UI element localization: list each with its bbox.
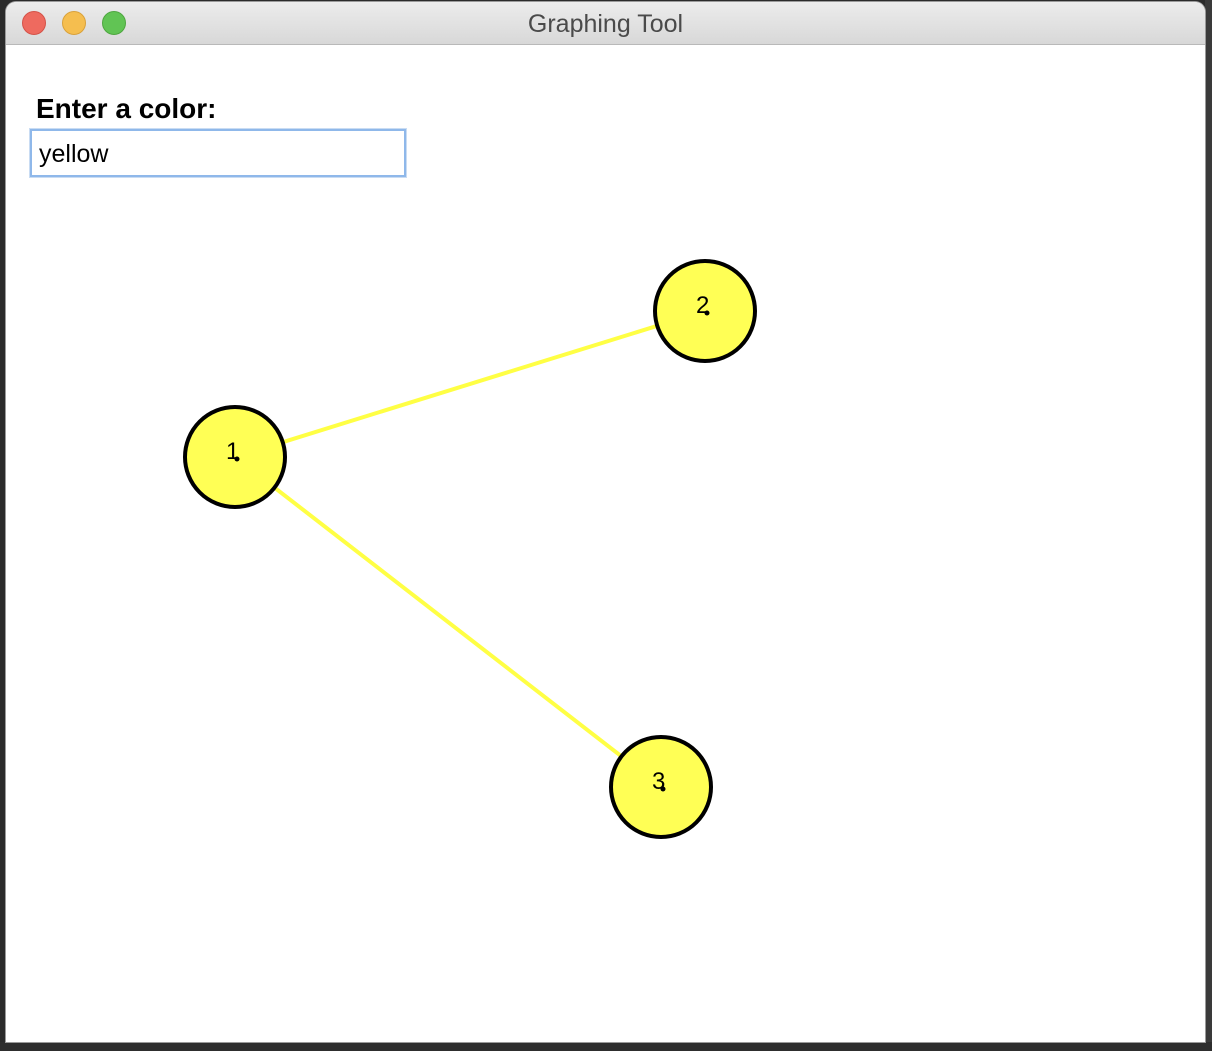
graph-node-circle[interactable]	[183, 405, 287, 509]
app-window: Graphing Tool Enter a color: 1 2 3	[6, 2, 1205, 1042]
graph-node-center-dot	[234, 456, 240, 462]
graph-edges	[233, 309, 706, 789]
color-input-label: Enter a color:	[36, 93, 217, 124]
graph-node-circle[interactable]	[609, 735, 713, 839]
background-desktop-right	[1205, 0, 1212, 1051]
title-bar[interactable]: Graphing Tool	[6, 2, 1205, 45]
graph-edge-1-2[interactable]	[234, 309, 706, 459]
minimize-window-button[interactable]	[62, 11, 86, 35]
background-desktop-bottom	[0, 1042, 1212, 1051]
graph-nodes: 1 2 3	[183, 259, 757, 839]
graph-canvas[interactable]: 1 2 3	[6, 45, 1205, 1042]
graph-node-circle[interactable]	[653, 259, 757, 363]
graph-node-1[interactable]: 1	[183, 405, 287, 509]
color-input[interactable]	[29, 128, 407, 178]
close-window-button[interactable]	[22, 11, 46, 35]
content-area: Enter a color: 1 2 3	[6, 45, 1205, 1042]
graph-node-3[interactable]: 3	[609, 735, 713, 839]
graph-edge-1-3[interactable]	[233, 455, 663, 789]
graph-node-2[interactable]: 2	[653, 259, 757, 363]
maximize-window-button[interactable]	[102, 11, 126, 35]
graph-node-center-dot	[704, 310, 710, 316]
window-title: Graphing Tool	[527, 10, 684, 38]
graph-node-center-dot	[660, 786, 666, 792]
